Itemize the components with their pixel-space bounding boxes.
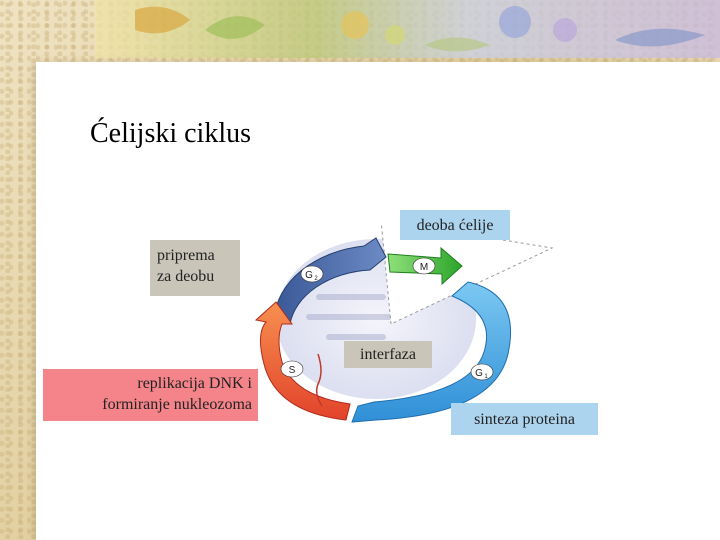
inner-text-hint: [306, 294, 396, 340]
label-deoba-text: deoba ćelije: [416, 217, 494, 234]
s-phase-arrow: [254, 301, 351, 421]
label-replikacija-line1: replikacija DNK i: [137, 375, 252, 392]
leaf-icon: [135, 6, 265, 39]
g2-phase-arrow: [273, 237, 387, 325]
label-replikacija-line2: formiranje nukleozoma: [102, 396, 252, 413]
svg-text:G: G: [475, 368, 483, 379]
phase-marker-s: S: [280, 360, 304, 378]
phase-marker-m: M: [412, 257, 436, 275]
label-sinteza-proteina: sinteza proteina: [451, 403, 598, 435]
phase-marker-g2: G 2: [300, 265, 324, 283]
g1-phase-arrow: [351, 281, 512, 423]
label-priprema: priprema za deobu: [150, 240, 240, 296]
label-priprema-line1: priprema: [157, 247, 215, 264]
phase-marker-g1: G 1: [470, 363, 494, 381]
leaf-icon: [425, 28, 705, 52]
label-sinteza-text: sinteza proteina: [474, 411, 575, 428]
banner-art: [95, 0, 720, 58]
label-replikacija: replikacija DNK i formiranje nukleozoma: [43, 369, 258, 421]
label-priprema-line2: za deobu: [157, 268, 215, 285]
cell-cycle-diagram: M G 2 S G 1: [254, 224, 554, 423]
dna-strand-icon: [315, 353, 323, 407]
svg-text:M: M: [420, 262, 428, 273]
label-interfaza-text: interfaza: [360, 346, 416, 363]
label-deoba-celije: deoba ćelije: [400, 210, 510, 240]
flower-icon: [341, 6, 577, 45]
slide-title: Ćelijski ciklus: [90, 118, 251, 149]
svg-text:G: G: [305, 270, 313, 281]
decorative-banner: [95, 0, 720, 58]
label-interfaza: interfaza: [344, 341, 432, 368]
svg-text:1: 1: [484, 374, 488, 380]
svg-text:2: 2: [314, 276, 318, 282]
svg-text:S: S: [289, 365, 296, 376]
